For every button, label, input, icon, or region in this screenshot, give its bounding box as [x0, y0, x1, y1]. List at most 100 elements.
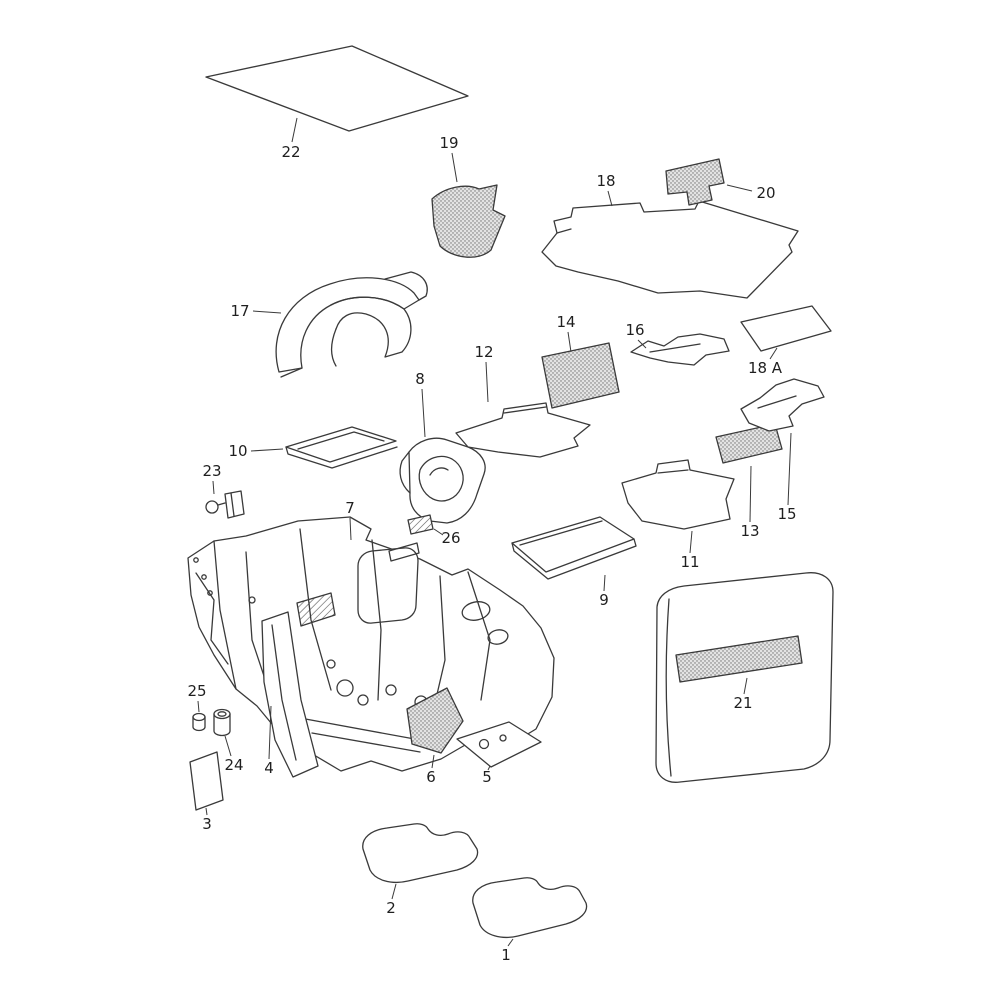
part-17-fender-lip	[384, 271, 428, 301]
callout-21: 21	[733, 677, 753, 712]
part-14-insulation-pad	[541, 342, 620, 409]
callout-9: 9	[599, 574, 609, 609]
body-hole	[326, 659, 336, 669]
part-7-label: 7	[345, 499, 355, 517]
part-20-insulation-piece	[665, 158, 725, 206]
part-13-leader	[749, 465, 752, 523]
part-16-outline	[630, 333, 730, 366]
part-20-leader	[726, 184, 753, 192]
part-9-label: 9	[599, 591, 609, 609]
part-7-leader	[349, 517, 352, 541]
part-18-leader	[607, 190, 613, 207]
part-19-insulation-patch	[431, 184, 506, 258]
callout-25: 25	[187, 682, 207, 713]
part-18-detail-line	[556, 228, 572, 234]
part-18a-insulation-sheet	[740, 305, 832, 352]
callout-10: 10	[228, 442, 284, 460]
part-26-label: 26	[441, 529, 460, 547]
part-19-leader	[451, 152, 458, 183]
callout-1: 1	[501, 938, 514, 964]
part-25-leader	[197, 700, 200, 713]
part-20-label: 20	[756, 184, 775, 202]
part-26-clip-pad	[407, 514, 434, 535]
part-22-outline	[205, 45, 469, 132]
part-23-link-line	[217, 502, 226, 506]
body-fold-line	[299, 528, 332, 691]
part-19-label: 19	[439, 134, 458, 152]
callout-18: 18	[596, 172, 616, 207]
callout-4: 4	[264, 705, 274, 777]
part-10-leader	[250, 448, 284, 452]
callout-15: 15	[777, 432, 797, 523]
part-5-leader	[487, 765, 491, 771]
part-18a-leader	[769, 347, 778, 360]
part-13-insulation-strip	[715, 423, 783, 464]
flange-hole	[193, 557, 199, 563]
body-hole-medium	[487, 629, 509, 645]
part-5-label: 5	[482, 768, 492, 786]
part-15-label: 15	[777, 505, 796, 523]
part-23-fold-line	[230, 492, 235, 517]
callout-11: 11	[680, 530, 700, 571]
part-14-label: 14	[556, 313, 575, 331]
part-23-leader	[212, 480, 215, 495]
callout-20: 20	[726, 184, 776, 202]
part-24-label: 24	[224, 756, 243, 774]
part-5-insulation-plate	[456, 721, 542, 768]
part-15-fold-line	[757, 395, 797, 409]
part-8-label: 8	[415, 370, 425, 388]
part-25-plug	[192, 712, 206, 732]
part-25-top	[192, 712, 206, 722]
callout-13: 13	[740, 465, 760, 540]
callout-5: 5	[482, 765, 492, 786]
part-2-leader	[391, 883, 397, 900]
callout-6: 6	[426, 754, 436, 786]
callout-19: 19	[439, 134, 459, 183]
callout-26: 26	[433, 528, 461, 547]
part-3-leader	[205, 807, 208, 816]
part-24-body	[213, 713, 231, 737]
part-10-thickness-edge	[285, 446, 398, 469]
part-16-leader	[637, 339, 647, 349]
part-21-insulation-strip	[675, 635, 803, 683]
part-13-label: 13	[740, 522, 759, 540]
part-18-outline	[541, 200, 799, 299]
floor-rib-line	[311, 732, 421, 753]
part-24-inner-ring	[217, 711, 227, 717]
part-24-top	[213, 708, 231, 720]
part-9-insulation-sheets	[511, 516, 637, 580]
part-6-label: 6	[426, 768, 436, 786]
part-8-outline	[408, 437, 486, 524]
part-17-base-line	[280, 367, 303, 378]
part-17-outer-arch	[275, 277, 420, 373]
part-17-wheel-housing-liner	[275, 271, 428, 378]
callout-14: 14	[556, 313, 576, 353]
part-14-leader	[567, 331, 572, 353]
part-21-side-panel	[655, 572, 834, 783]
part-12-notch-line	[503, 406, 547, 414]
part-11-leader	[689, 530, 693, 554]
part-5-hole	[499, 734, 507, 742]
part-8-detail-arc	[429, 467, 449, 476]
part-26-leader	[433, 528, 444, 536]
callout-7: 7	[345, 499, 355, 541]
part-24-leader	[224, 735, 232, 757]
flange-hole	[201, 574, 207, 580]
part-12-label: 12	[474, 343, 493, 361]
part-18a-label: 18 A	[748, 359, 783, 377]
body-hole	[385, 684, 397, 696]
body-fold-line	[213, 540, 237, 690]
part-11-notch-line	[657, 469, 689, 474]
callout-3: 3	[202, 807, 212, 833]
part-2-outline	[362, 823, 479, 884]
part-18a-outline	[740, 305, 832, 352]
flange-hole	[207, 590, 213, 596]
part-11-insulation-panel	[621, 459, 735, 530]
part-4-leader	[268, 705, 272, 760]
callout-17: 17	[230, 302, 282, 320]
part-3-outline	[189, 751, 224, 811]
part-10-outline	[285, 426, 397, 463]
part-21-label: 21	[733, 694, 752, 712]
part-17-inner-dome	[330, 296, 412, 358]
callout-18a: 18 A	[748, 347, 783, 377]
